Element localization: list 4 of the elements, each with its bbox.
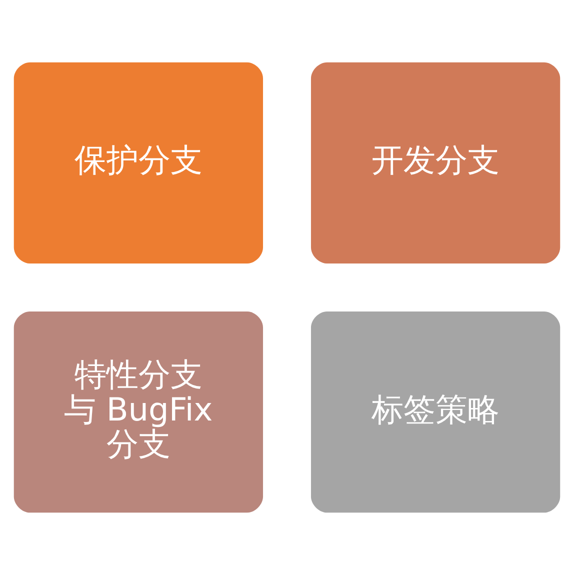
node-box: 标签策略 [310,310,560,512]
node-box: 保护分支 [14,62,264,264]
node-box: 特性分支与 BugFix分支 [14,310,264,512]
node-box: 开发分支 [310,62,560,264]
